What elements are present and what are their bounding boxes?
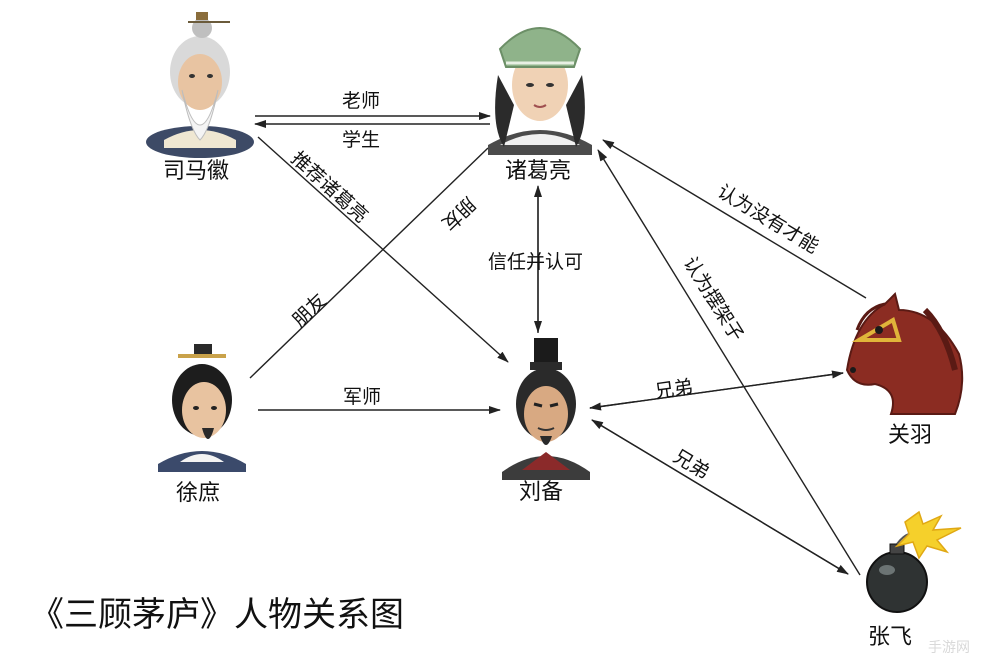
edge-label-trust: 信任并认可	[488, 251, 583, 273]
strategist-portrait	[488, 27, 592, 155]
node-label-guanyu: 关羽	[888, 423, 932, 448]
edge-label-friend-upper: 朋友	[437, 192, 480, 234]
edge-brother-guanyu-reverse	[589, 372, 844, 411]
diagram-title: 《三顾茅庐》人物关系图	[30, 595, 404, 635]
node-label-liubei: 刘备	[519, 480, 563, 505]
edge-label-teacher: 老师	[342, 90, 380, 112]
edge-label-student: 学生	[342, 129, 380, 151]
edge-no-talent	[602, 139, 867, 299]
lord-portrait	[502, 338, 590, 480]
edge-label-brother-zhangfei: 兄弟	[669, 445, 713, 483]
watermark: 手游网	[928, 640, 970, 656]
edge-friend	[249, 147, 489, 379]
edge-arrogant	[597, 149, 861, 576]
node-label-simahui: 司马徽	[163, 159, 229, 184]
old-scholar-portrait	[146, 12, 254, 158]
edge-label-friend-lower: 朋友	[288, 289, 331, 331]
red-horse-icon	[845, 292, 964, 415]
edge-label-strategist: 军师	[343, 386, 381, 408]
edge-label-recommend: 推荐诸葛亮	[287, 147, 372, 227]
edge-brother-zhangfei-reverse	[591, 419, 849, 575]
advisor-portrait	[158, 344, 246, 472]
node-label-xushu: 徐庶	[176, 481, 220, 506]
node-label-zhangfei: 张飞	[868, 625, 912, 650]
edge-label-no-talent: 认为没有才能	[713, 180, 822, 258]
node-label-zhugeliang: 诸葛亮	[505, 159, 571, 184]
bomb-icon	[866, 510, 962, 613]
edge-label-brother-guanyu: 兄弟	[654, 376, 695, 403]
